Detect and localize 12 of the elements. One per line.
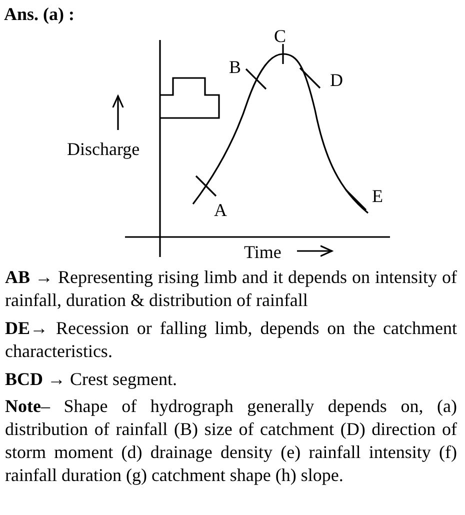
explanation-text: AB → Representing rising limb and it depends on intensity of rainfall, duration & distribution of rainfall xyxy=(5,266,457,312)
axis-label: Discharge xyxy=(67,139,140,159)
point-label: E xyxy=(372,186,383,206)
point-label: A xyxy=(214,200,227,220)
point-label: C xyxy=(274,26,286,46)
point-label: D xyxy=(330,70,343,90)
axis-label: Time xyxy=(244,242,282,262)
point-label: B xyxy=(229,57,242,77)
explanation-text: BCD → Crest segment. xyxy=(5,368,178,391)
explanation-text: DE→ Recession or falling limb, depends on the catchment characteristics. xyxy=(5,317,457,363)
answer-heading: Ans. (a) : xyxy=(4,4,74,24)
note-text: Note– Shape of hydrograph generally depends on, (a) distribution of rainfall (B) size of catchment (D) direction of storm moment (d) drainage density (e) rainfall intensity (f) rainfall duration (g) catchment shape (h) slope. xyxy=(5,395,457,487)
